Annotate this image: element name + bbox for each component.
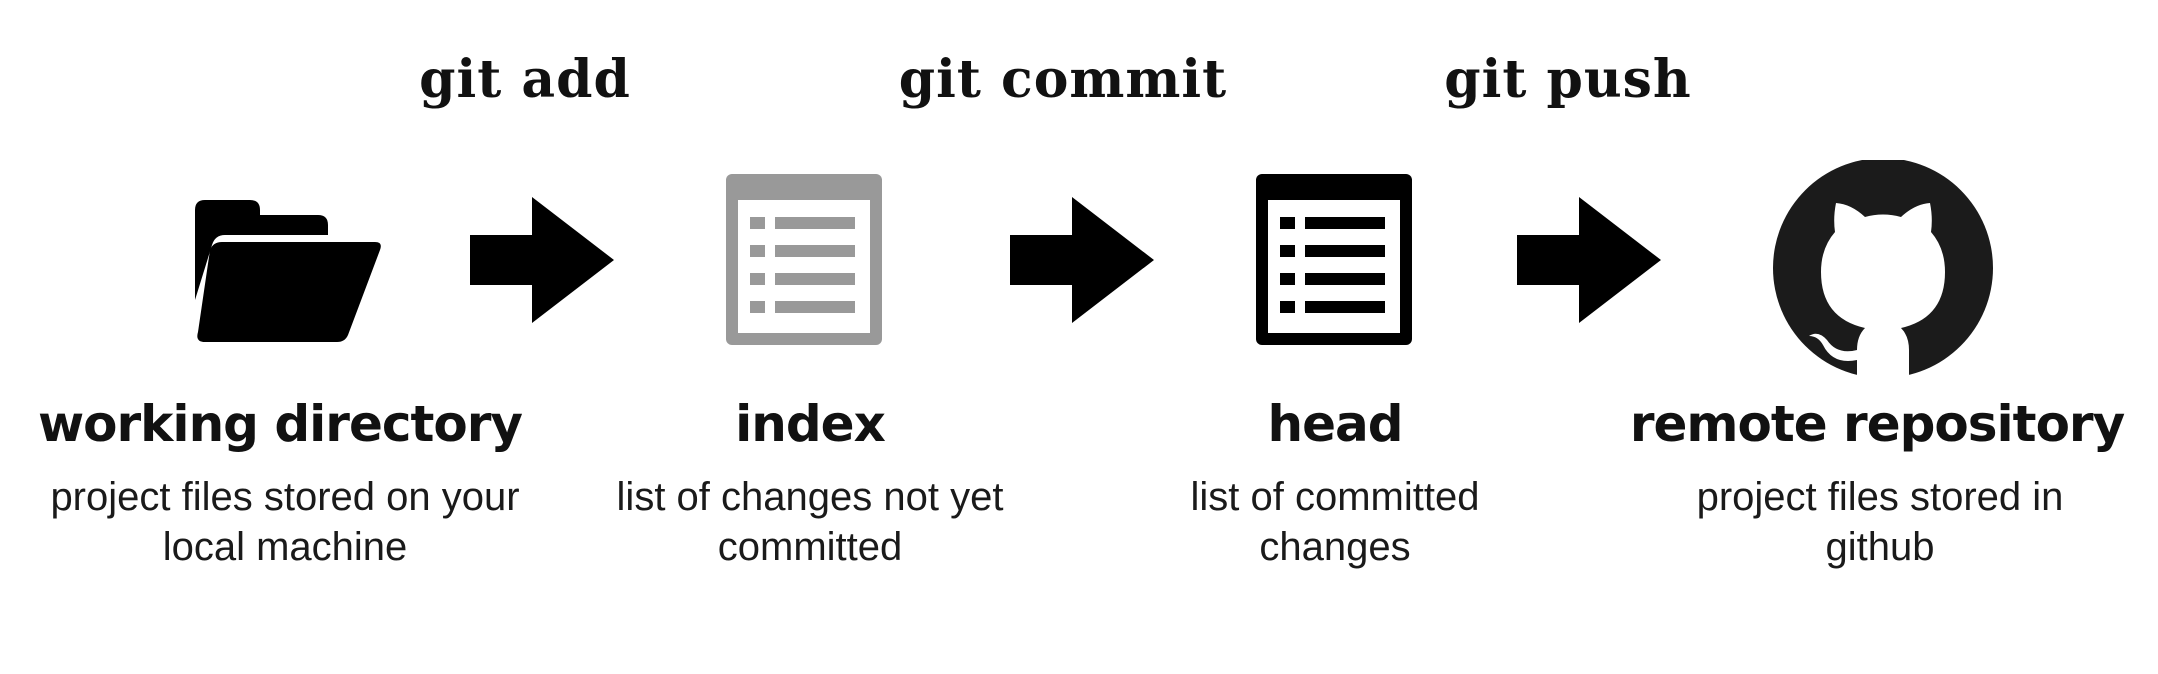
stage-title-head: head <box>1267 395 1403 453</box>
stage-title-working-directory: working directory <box>37 395 523 453</box>
arrow-right-icon <box>1515 195 1665 325</box>
arrow-right-icon <box>468 195 618 325</box>
folder-icon <box>170 170 400 380</box>
stage-description-remote-repository: project files stored in github <box>1696 475 2064 569</box>
stage-title-index: index <box>735 395 886 453</box>
github-octocat-icon <box>1763 160 2003 390</box>
arrow-right-icon <box>1008 195 1158 325</box>
command-git-add: git add <box>419 49 631 110</box>
index-document-icon <box>690 170 920 380</box>
head-document-icon <box>1220 170 1450 380</box>
stage-description-working-directory: project files stored on your local machi… <box>50 475 520 569</box>
command-git-push: git push <box>1444 49 1692 110</box>
stage-description-head: list of committed changes <box>1190 475 1480 569</box>
stage-description-index: list of changes not yet committed <box>616 475 1004 569</box>
command-git-commit: git commit <box>898 49 1228 110</box>
stage-title-remote-repository: remote repository <box>1629 395 2125 453</box>
